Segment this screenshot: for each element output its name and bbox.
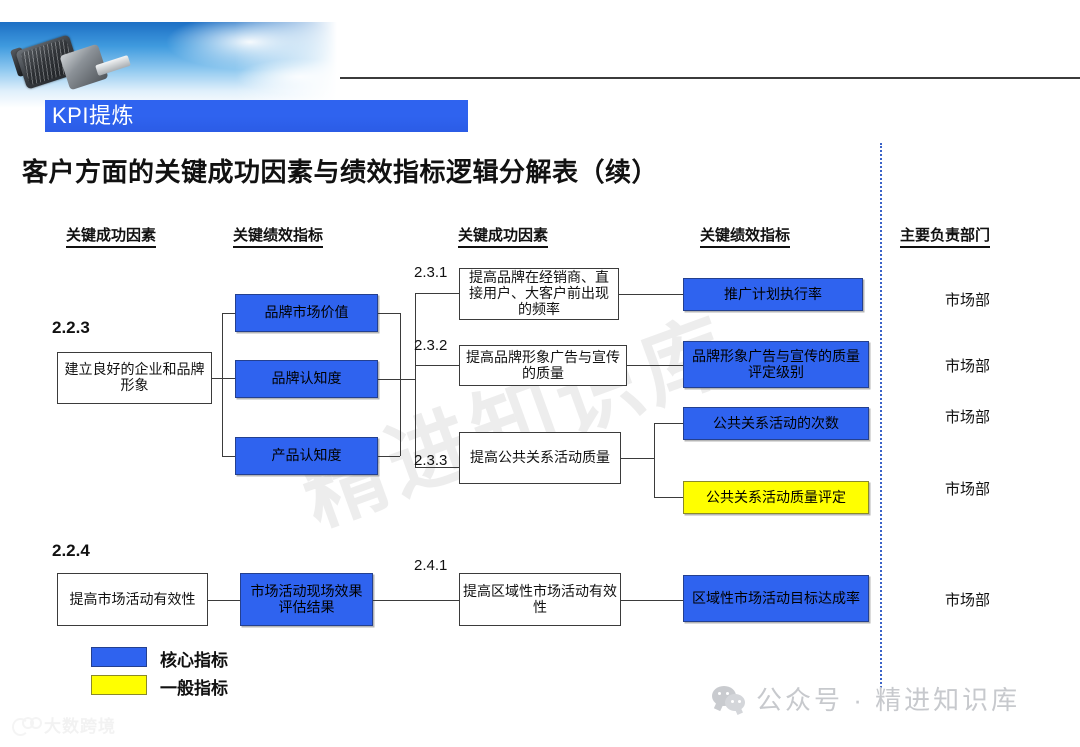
column-header-department: 主要负责部门 xyxy=(900,224,991,248)
kpi-box-pr-activity-quality-rating[interactable]: 公共关系活动质量评定 xyxy=(683,481,869,514)
connector-233-stem xyxy=(621,458,654,459)
csf-box-233-label: 提高公共关系活动质量 xyxy=(470,449,610,466)
connector-kpi-merge-spine xyxy=(400,313,401,456)
connector-233-branch-a xyxy=(654,423,683,424)
department-233b: 市场部 xyxy=(945,481,991,498)
kpi-box-onsite-effect-evaluation-label: 市场活动现场效果评估结果 xyxy=(250,582,363,615)
connector-241-to-kpi xyxy=(621,600,683,601)
dashuakuajing-logo-icon xyxy=(12,716,42,736)
kpi-box-onsite-effect-evaluation[interactable]: 市场活动现场效果评估结果 xyxy=(240,573,373,626)
motor-gearbox-icon xyxy=(9,28,148,98)
csf-box-232[interactable]: 提高品牌形象广告与宣传的质量 xyxy=(459,345,627,386)
kpi-box-brand-awareness[interactable]: 品牌认知度 xyxy=(235,360,378,398)
kpi-box-pr-activity-count[interactable]: 公共关系活动的次数 xyxy=(683,407,869,440)
header-rule xyxy=(340,77,1080,79)
page-title: 客户方面的关键成功因素与绩效指标逻辑分解表（续） xyxy=(22,157,659,187)
kpi-box-brand-ad-quality-grade[interactable]: 品牌形象广告与宣传的质量评定级别 xyxy=(683,341,869,388)
department-231: 市场部 xyxy=(945,292,991,309)
legend-label-general: 一般指标 xyxy=(160,679,228,698)
footer-right-brand: 公众号 · 精进知识库 xyxy=(712,680,1020,717)
connector-224-stem xyxy=(208,600,240,601)
connector-kpi3-out xyxy=(378,456,400,457)
kpi-box-regional-target-achievement-rate[interactable]: 区域性市场活动目标达成率 xyxy=(683,575,869,622)
kpi-box-promotion-plan-execution-rate-label: 推广计划执行率 xyxy=(724,285,822,302)
connector-kpi2-out xyxy=(378,379,400,380)
department-232: 市场部 xyxy=(945,358,991,375)
column-header-kpi-1: 关键绩效指标 xyxy=(233,224,324,248)
connector-sub-spine-223 xyxy=(415,293,416,467)
csf-box-223-label: 建立良好的企业和品牌形象 xyxy=(64,361,205,393)
kpi-box-pr-activity-count-label: 公共关系活动的次数 xyxy=(713,414,839,431)
header-banner-image xyxy=(0,22,345,108)
footer-left-logo-text: 大数跨境 xyxy=(44,717,116,736)
kpi-box-brand-awareness-label: 品牌认知度 xyxy=(271,370,342,387)
connector-231-to-kpi xyxy=(619,294,683,295)
sub-code-241: 2.4.1 xyxy=(414,557,448,574)
department-233a: 市场部 xyxy=(945,409,991,426)
connector-to-232 xyxy=(415,365,460,366)
kpi-box-promotion-plan-execution-rate[interactable]: 推广计划执行率 xyxy=(683,278,863,311)
connector-223-branch-3 xyxy=(222,456,235,457)
column-header-csf-2: 关键成功因素 xyxy=(458,224,549,248)
legend-label-core: 核心指标 xyxy=(160,651,228,670)
column-header-kpi-2: 关键绩效指标 xyxy=(700,224,791,248)
csf-box-232-label: 提高品牌形象广告与宣传的质量 xyxy=(466,348,620,381)
kpi-box-product-awareness[interactable]: 产品认知度 xyxy=(235,437,378,475)
connector-to-233 xyxy=(415,467,460,468)
connector-223-spine xyxy=(222,313,223,456)
kpi-box-brand-market-value-label: 品牌市场价值 xyxy=(264,304,349,321)
csf-box-224-label: 提高市场活动有效性 xyxy=(69,590,196,607)
csf-box-233[interactable]: 提高公共关系活动质量 xyxy=(459,432,621,484)
column-header-csf-1: 关键成功因素 xyxy=(66,224,157,248)
kpi-tab-label: KPI提炼 xyxy=(52,103,134,128)
connector-232-to-kpi xyxy=(627,365,683,366)
sub-code-233: 2.3.3 xyxy=(414,452,448,469)
connector-223-stem xyxy=(212,378,235,379)
csf-box-224[interactable]: 提高市场活动有效性 xyxy=(57,573,208,626)
kpi-box-pr-activity-quality-rating-label: 公共关系活动质量评定 xyxy=(706,488,846,505)
kpi-box-brand-ad-quality-grade-label: 品牌形象广告与宣传的质量评定级别 xyxy=(692,347,860,380)
connector-kpi1-out xyxy=(378,313,400,314)
department-column-divider xyxy=(880,143,882,688)
csf-box-241-label: 提高区域性市场活动有效性 xyxy=(463,582,617,615)
csf-box-223[interactable]: 建立良好的企业和品牌形象 xyxy=(57,352,212,404)
sub-code-231: 2.3.1 xyxy=(414,264,448,281)
connector-233-spine xyxy=(654,423,655,497)
legend-swatch-general xyxy=(91,675,147,695)
csf-box-241[interactable]: 提高区域性市场活动有效性 xyxy=(459,573,621,626)
footer-left-logo: 大数跨境 xyxy=(12,712,116,737)
wechat-icon xyxy=(712,685,746,712)
footer-right-text: 公众号 · 精进知识库 xyxy=(756,685,1021,715)
csf-box-231-label: 提高品牌在经销商、直接用户、大客户前出现的频率 xyxy=(469,269,609,317)
kpi-box-product-awareness-label: 产品认知度 xyxy=(271,447,342,464)
department-241: 市场部 xyxy=(945,592,991,609)
kpi-box-regional-target-achievement-rate-label: 区域性市场活动目标达成率 xyxy=(692,589,860,606)
kpi-box-brand-market-value[interactable]: 品牌市场价值 xyxy=(235,294,378,332)
legend-swatch-core xyxy=(91,647,147,667)
connector-224-to-241 xyxy=(373,600,459,601)
group-code-223: 2.2.3 xyxy=(52,318,90,337)
connector-233-branch-b xyxy=(654,497,683,498)
connector-223-branch-1 xyxy=(222,313,235,314)
csf-box-231[interactable]: 提高品牌在经销商、直接用户、大客户前出现的频率 xyxy=(459,268,619,320)
connector-kpi-merge-stem xyxy=(400,379,415,380)
connector-to-231 xyxy=(415,293,460,294)
group-code-224: 2.2.4 xyxy=(52,541,90,560)
sub-code-232: 2.3.2 xyxy=(414,337,448,354)
kpi-section-tab: KPI提炼 xyxy=(45,100,468,132)
